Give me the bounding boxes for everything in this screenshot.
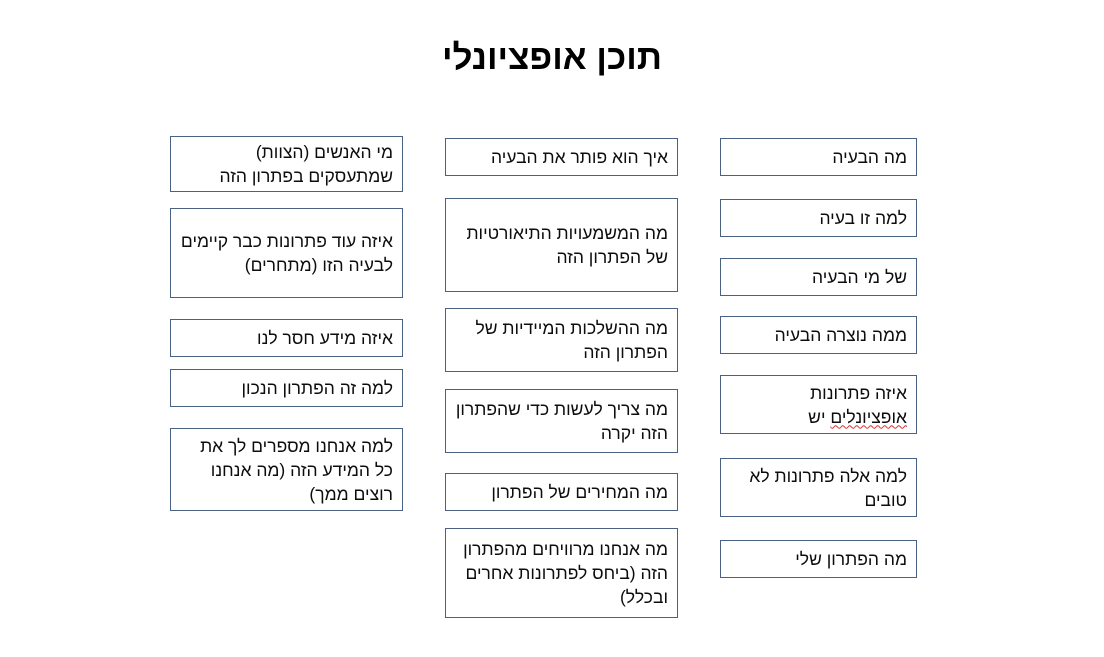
misspelled-word: אופציונלים	[830, 406, 907, 427]
content-box[interactable]: למה זה הפתרון הנכון	[170, 369, 403, 407]
content-box[interactable]: מה אנחנו מרוויחים מהפתרון הזה (ביחס לפתר…	[445, 528, 678, 618]
content-box[interactable]: איזה פתרונות אופציונלים יש	[720, 375, 917, 434]
content-box-label: למה זו בעיה	[819, 208, 907, 228]
content-box[interactable]: של מי הבעיה	[720, 258, 917, 296]
content-box-label: מה הבעיה	[832, 147, 907, 167]
content-box-label: איזה עוד פתרונות כבר קיימים לבעיה הזו (מ…	[180, 231, 393, 275]
content-box[interactable]: למה אלה פתרונות לא טובים	[720, 458, 917, 517]
content-box[interactable]: למה אנחנו מספרים לך את כל המידע הזה (מה …	[170, 428, 403, 511]
content-box-label: מה המשמעויות התיאורטיות של הפתרון הזה	[466, 223, 668, 267]
content-box[interactable]: מי האנשים (הצוות) שמתעסקים בפתרון הזה	[170, 136, 403, 192]
content-box-label: של מי הבעיה	[811, 267, 907, 287]
page-title: תוכן אופציונלי	[442, 38, 662, 77]
content-box-label: מה ההשלכות המיידיות של הפתרון הזה	[475, 318, 668, 362]
content-box-label: מה צריך לעשות כדי שהפתרון הזה יקרה	[455, 399, 668, 443]
content-box-label: מה אנחנו מרוויחים מהפתרון הזה (ביחס לפתר…	[463, 539, 668, 607]
content-box[interactable]: מה הבעיה	[720, 138, 917, 176]
content-box-label: איזה מידע חסר לנו	[257, 328, 393, 348]
content-box[interactable]: איזה עוד פתרונות כבר קיימים לבעיה הזו (מ…	[170, 208, 403, 298]
content-box[interactable]: מה המחירים של הפתרון	[445, 473, 678, 511]
content-box-label: למה אלה פתרונות לא טובים	[749, 465, 907, 510]
content-box[interactable]: מה המשמעויות התיאורטיות של הפתרון הזה	[445, 198, 678, 292]
content-box-label: למה זה הפתרון הנכון	[241, 378, 394, 398]
content-box-label: ממה נוצרה הבעיה	[774, 325, 907, 345]
content-box[interactable]: למה זו בעיה	[720, 199, 917, 237]
content-box[interactable]: איך הוא פותר את הבעיה	[445, 138, 678, 176]
content-box[interactable]: ממה נוצרה הבעיה	[720, 316, 917, 354]
content-box-label: איך הוא פותר את הבעיה	[490, 147, 668, 167]
content-box[interactable]: מה צריך לעשות כדי שהפתרון הזה יקרה	[445, 389, 678, 453]
content-box[interactable]: מה הפתרון שלי	[720, 540, 917, 578]
content-box[interactable]: מה ההשלכות המיידיות של הפתרון הזה	[445, 308, 678, 372]
content-box-label: מי האנשים (הצוות) שמתעסקים בפתרון הזה	[219, 142, 393, 186]
content-box-label: מה המחירים של הפתרון	[491, 482, 668, 502]
content-box-label: מה הפתרון שלי	[795, 549, 907, 569]
content-box[interactable]: איזה מידע חסר לנו	[170, 319, 403, 357]
content-box-label: למה אנחנו מספרים לך את כל המידע הזה (מה …	[200, 435, 393, 504]
content-box-label: איזה פתרונות אופציונלים יש	[808, 382, 907, 427]
